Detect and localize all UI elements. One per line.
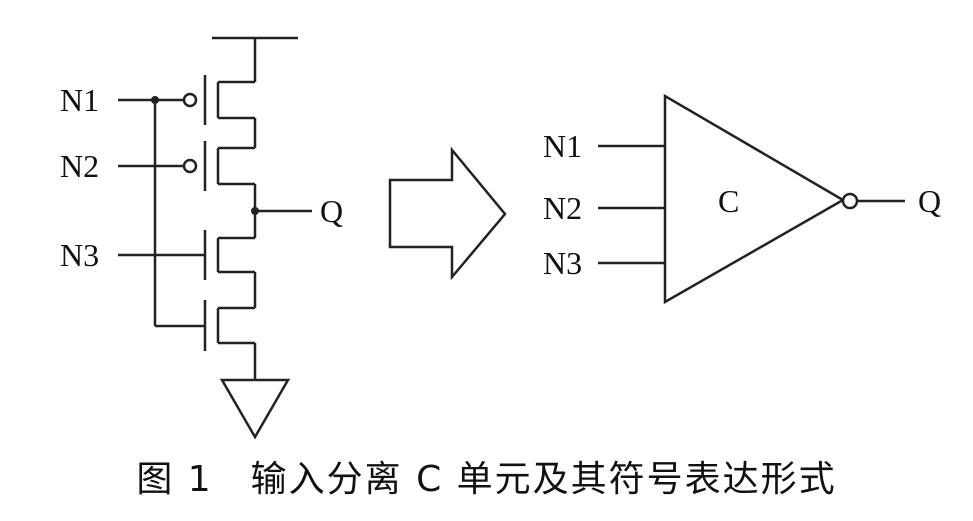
c-element-triangle [663, 93, 846, 305]
symbol-input-label-n2: N2 [543, 190, 582, 226]
schematic-input-label-n1: N1 [60, 82, 99, 118]
pmos-bubble-icon [182, 158, 198, 174]
symbol-output-label: Q [918, 183, 941, 219]
ground-icon [219, 378, 291, 440]
symbol-input-label-n1: N1 [543, 128, 582, 164]
pmos-transistor-n1 [155, 75, 255, 125]
pmos-transistor-n2 [118, 141, 255, 191]
nmos-transistor-n3 [118, 230, 255, 280]
pmos-bubble-icon [182, 92, 198, 108]
inversion-bubble-icon [841, 192, 859, 210]
schematic-input-label-n2: N2 [60, 148, 99, 184]
symbol-input-label-n3: N3 [543, 245, 582, 281]
schematic-input-label-n3: N3 [60, 237, 99, 273]
transistor-schematic: N1 N2 N3 Q [60, 36, 343, 440]
c-element-symbol: N1 N2 N3 C Q [543, 93, 941, 305]
figure-caption: 图 1 输入分离 C 单元及其符号表达形式 [136, 459, 837, 500]
gate-label: C [718, 183, 739, 219]
right-arrow-icon [388, 146, 507, 281]
nmos-transistor-n1 [155, 300, 255, 351]
schematic-output-label: Q [320, 193, 343, 229]
